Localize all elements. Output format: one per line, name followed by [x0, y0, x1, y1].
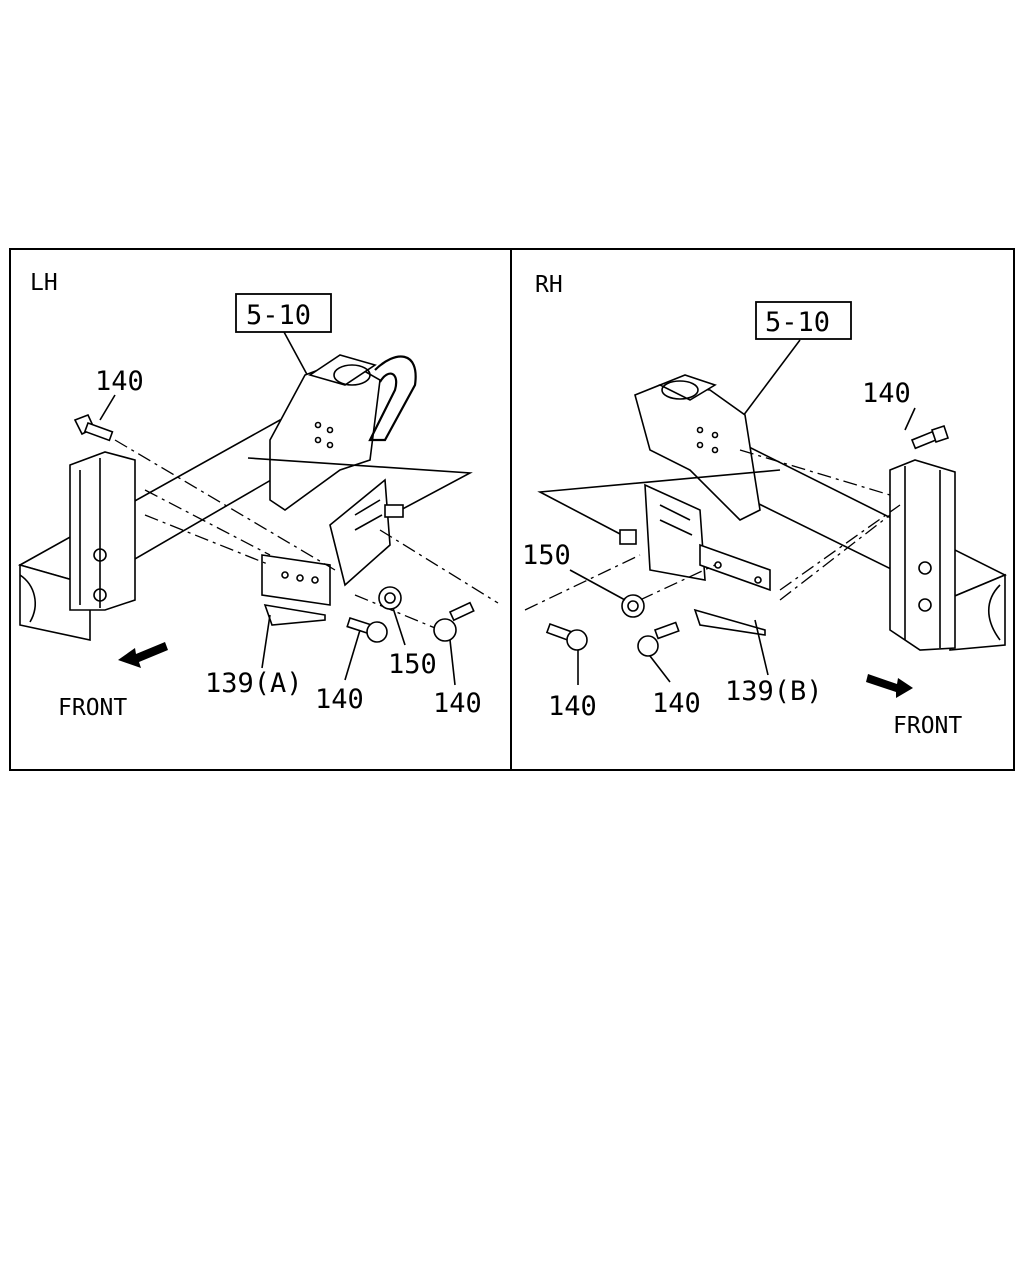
- rh-bolt-left: [545, 622, 588, 651]
- lh-bolt-right: [433, 601, 475, 642]
- lh-callout-bolt-right: 140: [433, 688, 482, 719]
- lh-crossmember: [69, 451, 136, 611]
- rh-side-label: RH: [535, 272, 563, 298]
- rh-front-arrow-icon: [866, 674, 913, 698]
- rh-bolt-top: [910, 424, 950, 450]
- lh-ref-box-label: 5-10: [246, 300, 311, 331]
- lh-bolt-mid: [346, 616, 388, 643]
- lh-nut-150: [378, 586, 402, 610]
- lh-front-label: FRONT: [58, 695, 127, 721]
- rh-panel: RH 5-10: [522, 272, 1007, 739]
- rh-front-label: FRONT: [893, 713, 962, 739]
- lh-bracket-139a: [261, 478, 404, 626]
- rh-callout-bolt-mid: 140: [652, 688, 701, 719]
- lh-callout-bolt-top: 140: [95, 366, 144, 397]
- rh-ref-box-label: 5-10: [765, 307, 830, 338]
- lh-callout-bracket: 139(A): [205, 668, 303, 699]
- lh-side-label: LH: [30, 270, 58, 296]
- rh-callout-nut: 150: [522, 540, 571, 571]
- lh-bolt-top: [73, 413, 114, 442]
- rh-upper-bracket: [634, 374, 761, 521]
- lh-upper-bracket: [269, 354, 417, 511]
- rh-bolt-mid: [637, 621, 680, 657]
- lh-front-arrow-icon: [118, 642, 168, 668]
- rh-nut-150: [621, 594, 645, 618]
- rh-bracket-139b: [619, 483, 771, 636]
- rh-callout-bolt-left: 140: [548, 691, 597, 722]
- lh-ref-box: [235, 293, 332, 333]
- rh-callout-bracket: 139(B): [725, 676, 823, 707]
- rh-callout-bolt-top: 140: [862, 378, 911, 409]
- lh-callout-nut: 150: [388, 649, 437, 680]
- rh-ref-box: [755, 301, 852, 340]
- lh-callout-bolt-mid: 140: [315, 684, 364, 715]
- rh-crossmember: [889, 459, 956, 651]
- lh-panel: LH 5-10: [17, 270, 499, 721]
